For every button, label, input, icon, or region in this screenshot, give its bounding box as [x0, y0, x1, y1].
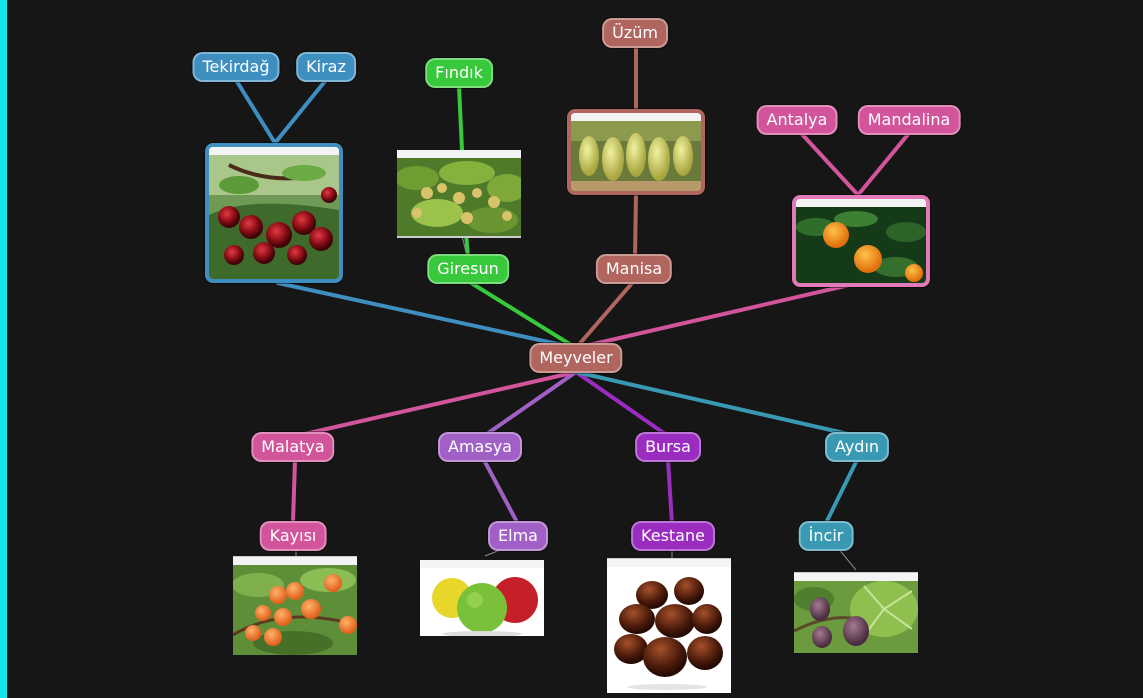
cherry-image[interactable] [205, 143, 343, 283]
hazelnut-photo [397, 158, 521, 236]
apricot-image[interactable] [233, 556, 357, 655]
phone-status-bar [420, 560, 544, 568]
node-incir[interactable]: İncir [798, 521, 854, 551]
phone-status-bar [607, 559, 731, 567]
node-manisa[interactable]: Manisa [595, 254, 673, 284]
line-manisa-grape [633, 191, 638, 259]
node-kestane[interactable]: Kestane [631, 521, 715, 551]
line-center-mandarin [574, 281, 860, 350]
grape-image[interactable] [567, 109, 705, 195]
fig-image[interactable] [794, 572, 918, 653]
node-kayisi[interactable]: Kayısı [259, 521, 327, 551]
line-malatya-kayisi [291, 458, 297, 524]
fig-photo [794, 581, 918, 653]
phone-status-bar [796, 199, 926, 207]
node-amasya[interactable]: Amasya [438, 432, 522, 462]
node-center-meyveler[interactable]: Meyveler [529, 343, 623, 373]
left-edge-bar [0, 0, 7, 698]
apple-photo [420, 568, 544, 636]
line-center-cherry [276, 281, 578, 350]
node-uzum[interactable]: Üzüm [602, 18, 668, 48]
node-findik[interactable]: Fındık [425, 58, 493, 88]
chestnut-photo [607, 567, 731, 693]
line-hazelnut-findik [457, 84, 464, 152]
mandarin-image[interactable] [792, 195, 930, 287]
line-center-giresun [466, 279, 578, 350]
node-elma[interactable]: Elma [488, 521, 548, 551]
hazelnut-image[interactable] [397, 150, 521, 238]
node-aydin[interactable]: Aydın [824, 432, 890, 462]
line-center-bursa [574, 370, 670, 438]
line-amasya-elma [482, 458, 520, 526]
line-aydin-incir [824, 458, 859, 525]
apple-image[interactable] [420, 560, 544, 636]
line-center-malatya [294, 370, 578, 438]
mandarin-photo [796, 207, 926, 283]
phone-status-bar [233, 557, 357, 565]
chestnut-image[interactable] [607, 558, 731, 693]
grape-photo [571, 121, 701, 191]
node-antalya[interactable]: Antalya [756, 105, 838, 135]
cherry-photo [209, 155, 339, 279]
node-malatya[interactable]: Malatya [251, 432, 335, 462]
line-mandarin-antalya [798, 130, 860, 197]
line-center-aydin [574, 370, 859, 438]
line-center-manisa [574, 280, 635, 350]
phone-status-bar [794, 573, 918, 581]
phone-status-bar [571, 113, 701, 121]
line-cherry-kiraz [273, 78, 328, 145]
line-cherry-tekirdag [234, 78, 277, 145]
node-kiraz[interactable]: Kiraz [296, 52, 356, 82]
node-tekirdag[interactable]: Tekirdağ [192, 52, 280, 82]
node-bursa[interactable]: Bursa [635, 432, 701, 462]
line-bursa-kestane [666, 458, 674, 526]
node-giresun[interactable]: Giresun [427, 254, 509, 284]
node-mandalina[interactable]: Mandalina [857, 105, 961, 135]
phone-status-bar [397, 150, 521, 158]
phone-status-bar [209, 147, 339, 155]
line-center-amasya [482, 370, 578, 438]
apricot-photo [233, 565, 357, 655]
line-mandarin-mandalina [856, 130, 912, 197]
